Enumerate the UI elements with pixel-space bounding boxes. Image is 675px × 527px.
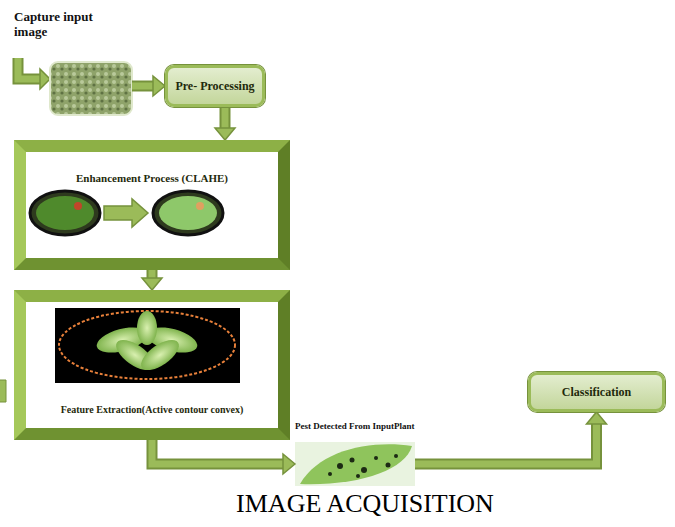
active-contour bbox=[59, 311, 235, 379]
arrow-outline bbox=[220, 107, 231, 128]
node-heading: Capture input image bbox=[14, 10, 110, 40]
arrow-outline bbox=[147, 270, 158, 278]
leaf bbox=[36, 196, 94, 230]
process-box: Classification bbox=[528, 372, 665, 412]
input-thumbnail bbox=[50, 62, 132, 115]
input-arrow-head bbox=[40, 69, 50, 89]
contour-image bbox=[55, 308, 240, 383]
pest bbox=[74, 202, 82, 210]
process-box: Pre- Processing bbox=[165, 65, 265, 107]
arrow-body bbox=[152, 440, 283, 464]
node-heading: Pest Detected From InputPlant bbox=[295, 421, 465, 431]
input-arrow bbox=[18, 58, 40, 79]
flow-arrow bbox=[215, 107, 235, 140]
arrow-head bbox=[142, 278, 162, 290]
node-label: Feature Extraction(Active contour convex… bbox=[61, 404, 244, 416]
arrow-outline bbox=[132, 81, 153, 92]
pest bbox=[196, 202, 204, 210]
arrow-body bbox=[222, 107, 229, 128]
flow-arrow bbox=[142, 270, 162, 290]
arrow-outline bbox=[415, 424, 597, 464]
arrow-head bbox=[283, 454, 295, 474]
result-image: Pest Detected From InputPlant bbox=[295, 442, 415, 486]
arrow-body bbox=[415, 424, 597, 464]
pest-spots bbox=[328, 454, 398, 478]
pest-image bbox=[295, 442, 415, 486]
arrow-body bbox=[132, 83, 153, 90]
edge-mark bbox=[0, 380, 6, 402]
oval-image bbox=[30, 191, 100, 235]
leaf bbox=[159, 196, 217, 230]
process-frame: Feature Extraction(Active contour convex… bbox=[14, 290, 290, 440]
arrow-body bbox=[149, 270, 156, 278]
process-frame: Enhancement Process (CLAHE) bbox=[14, 140, 290, 270]
clover-leaf bbox=[94, 311, 200, 376]
arrow-head bbox=[153, 76, 165, 96]
enhance-arrow bbox=[104, 199, 148, 227]
caption: IMAGE ACQUISITION bbox=[236, 489, 494, 519]
flow-arrow bbox=[152, 440, 295, 474]
flow-arrow bbox=[132, 76, 165, 96]
oval-image bbox=[153, 191, 223, 235]
arrow-head bbox=[587, 412, 607, 424]
input-image: Capture input image bbox=[50, 62, 132, 115]
flow-arrow bbox=[415, 412, 607, 464]
node-label: Enhancement Process (CLAHE) bbox=[76, 172, 228, 185]
leaf bbox=[300, 444, 412, 484]
input-arrow bbox=[18, 58, 40, 79]
arrow-outline bbox=[152, 440, 283, 464]
arrow-head bbox=[215, 128, 235, 140]
node-label: Pre- Processing bbox=[175, 79, 254, 93]
node-label: Classification bbox=[562, 385, 631, 399]
